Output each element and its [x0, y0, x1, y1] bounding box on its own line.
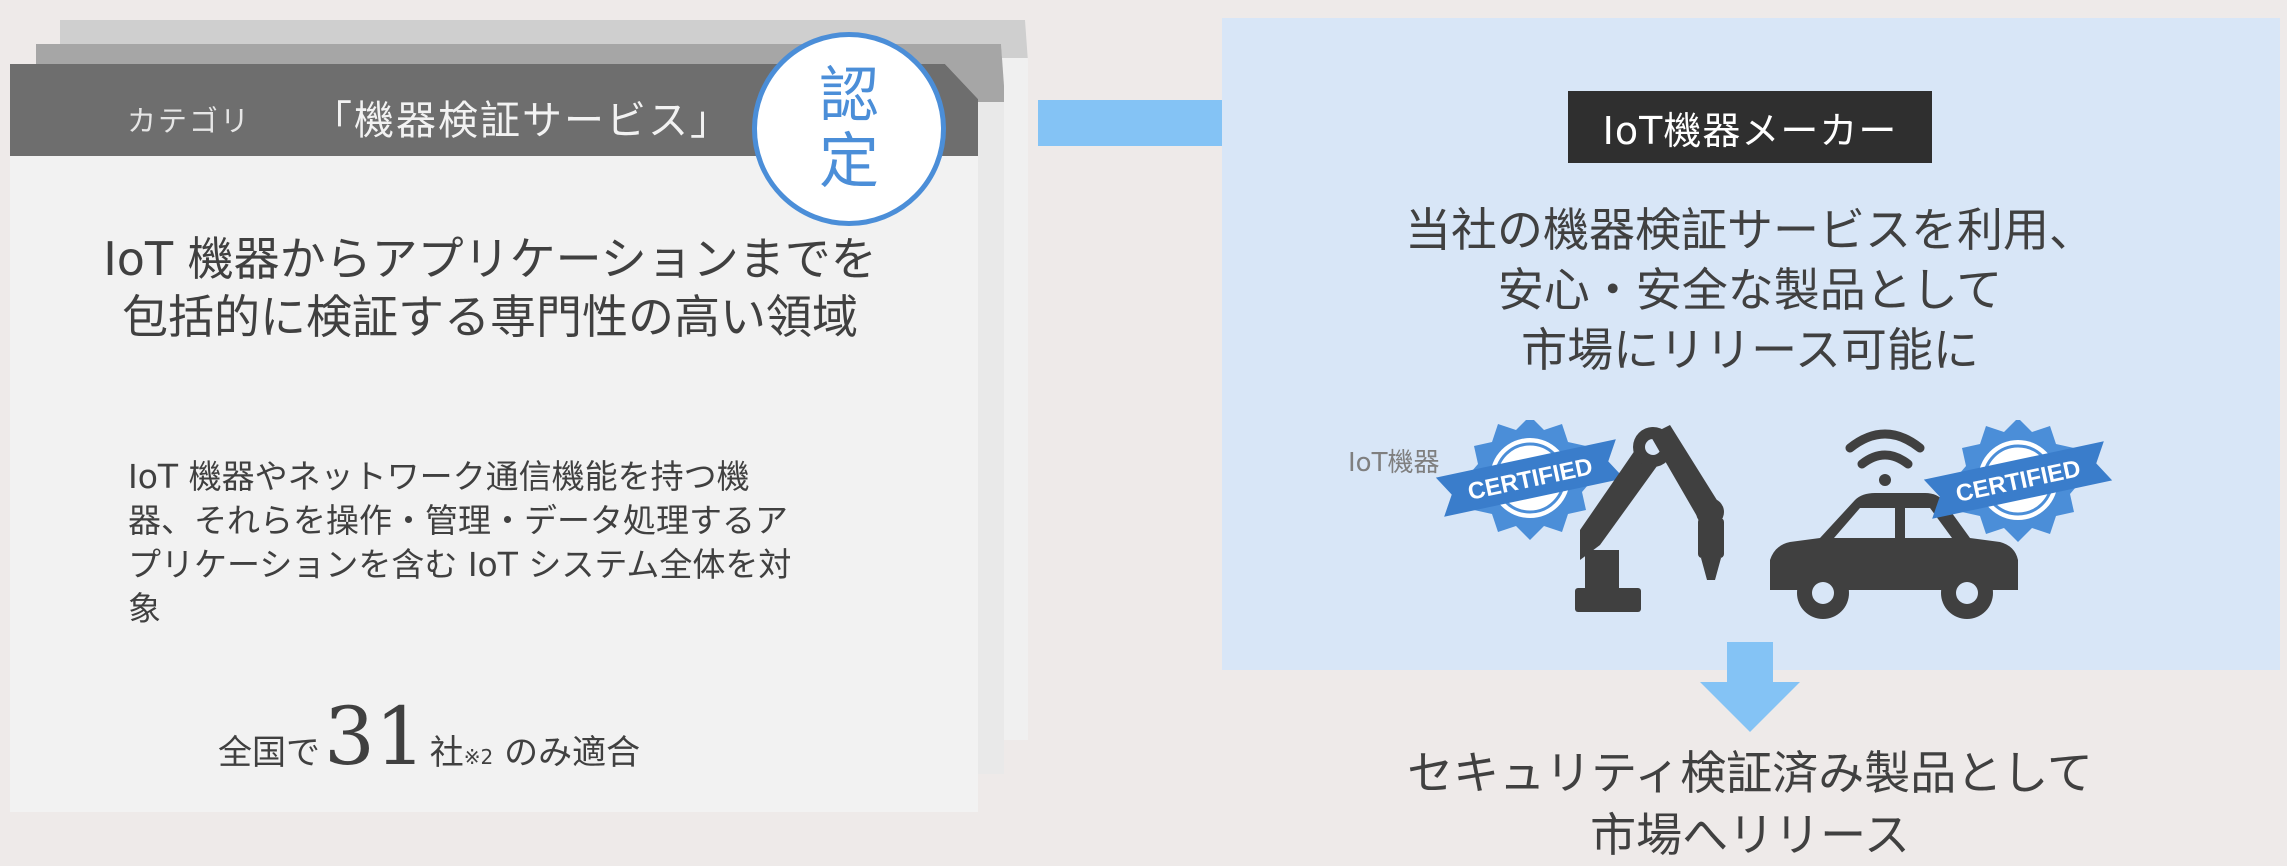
- stat-suffix: のみ適合: [493, 733, 641, 773]
- certified-seal-icon: CERTIFIED: [1923, 420, 2113, 542]
- category-description: IoT 機器やネットワーク通信機能を持つ機 器、それらを操作・管理・データ処理す…: [128, 455, 888, 631]
- maker-title: IoT機器メーカー: [1568, 91, 1932, 163]
- result-line: 市場へリリース: [1590, 808, 1910, 862]
- device-label: IoT機器: [1348, 448, 1440, 478]
- result-line: セキュリティ検証済み製品として: [1407, 746, 2093, 800]
- description-line: プリケーションを含む IoT システム全体を対: [128, 545, 792, 584]
- certified-seal-icon: CERTIFIED: [1435, 420, 1625, 540]
- stat-unit: 社: [429, 733, 464, 773]
- category-label: カテゴリ: [127, 104, 252, 138]
- badge-char-1: 認: [819, 61, 879, 131]
- heading-line: 包括的に検証する専門性の高い領域: [122, 290, 858, 344]
- maker-heading-line: 当社の機器検証サービスを利用、: [1405, 203, 2095, 257]
- description-line: 象: [128, 589, 161, 628]
- badge-char-2: 定: [819, 127, 879, 197]
- car-icon: [1770, 493, 2018, 619]
- maker-heading: 当社の機器検証サービスを利用、 安心・安全な製品として 市場にリリース可能に: [1300, 200, 2200, 380]
- description-line: 器、それらを操作・管理・データ処理するア: [128, 501, 788, 540]
- wifi-icon: [1845, 429, 1925, 486]
- category-heading: IoT 機器からアプリケーションまでを 包括的に検証する専門性の高い領域: [60, 230, 920, 346]
- maker-heading-line: 市場にリリース可能に: [1521, 323, 1979, 377]
- stat-number: 31: [324, 690, 426, 783]
- stat-prefix: 全国で: [218, 733, 320, 773]
- maker-heading-line: 安心・安全な製品として: [1497, 263, 2003, 317]
- arrow-right-icon: [1038, 72, 1302, 174]
- description-line: IoT 機器やネットワーク通信機能を持つ機: [128, 457, 750, 496]
- arrow-down-icon: [1700, 642, 1800, 732]
- certified-badge: 認 定: [752, 32, 946, 226]
- robot-arm-icon: [1575, 425, 1724, 612]
- heading-line: IoT 機器からアプリケーションまでを: [103, 232, 877, 286]
- company-count-stat: 全国で 31 社 ※2 のみ適合: [218, 690, 778, 783]
- stat-footnote: ※2: [463, 745, 494, 769]
- result-text: セキュリティ検証済み製品として 市場へリリース: [1300, 742, 2200, 866]
- category-name: 「機器検証サービス」: [312, 98, 732, 144]
- iot-devices-illustration: CERTIFIED CERTIFIED: [1435, 420, 2113, 619]
